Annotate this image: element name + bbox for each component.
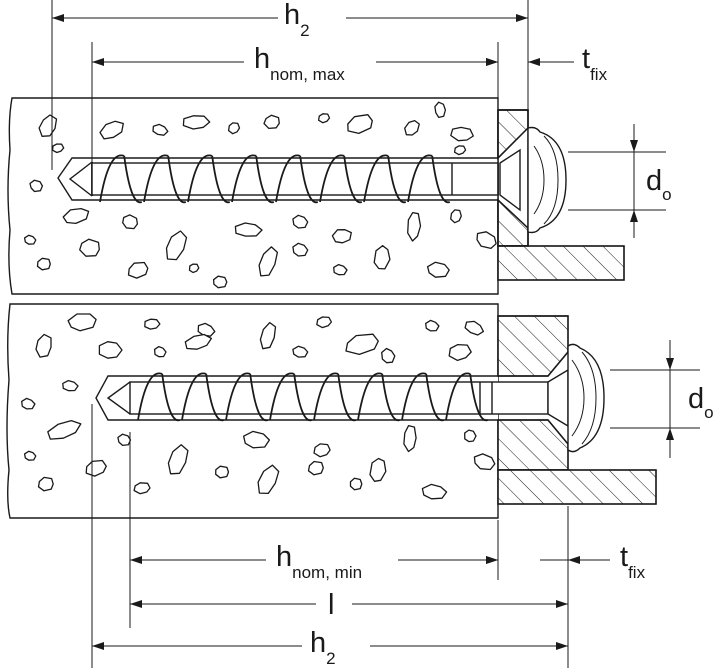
bottom-l-dimension: l: [130, 589, 568, 621]
bottom-hnom-min-dimension: hnom, min: [130, 541, 498, 582]
top-stone: [450, 126, 474, 142]
top-stone: [227, 122, 241, 135]
top-stone: [331, 229, 352, 244]
top-stone: [407, 211, 422, 242]
top-stone: [258, 246, 279, 277]
top-stone: [453, 145, 467, 156]
bottom-stone: [369, 457, 387, 482]
top-stone: [99, 120, 124, 140]
bottom-stone: [316, 316, 333, 329]
bottom-h2-dimension: h2: [92, 627, 568, 668]
top-stone: [23, 234, 37, 245]
top-hnom-max-dimension: hnom, max: [91, 42, 499, 162]
bottom-stone: [67, 313, 97, 332]
bottom-stone: [345, 333, 379, 356]
bottom-stone: [403, 424, 417, 453]
top-stone: [404, 119, 420, 136]
top-h2-label: h2: [284, 0, 310, 40]
bottom-tfix-dimension: tfix: [470, 541, 646, 582]
top-d0-label: do: [646, 165, 672, 204]
bottom-l-label: l: [328, 589, 334, 621]
top-stone: [263, 114, 280, 130]
top-screw: [68, 126, 567, 234]
top-stone: [292, 242, 309, 257]
bottom-stone: [23, 450, 37, 461]
top-stone: [29, 179, 44, 193]
top-stone: [79, 238, 100, 257]
top-stone: [347, 114, 373, 135]
top-stone: [234, 222, 263, 237]
bottom-stone: [349, 477, 363, 491]
bottom-stone: [35, 333, 52, 358]
bottom-stone: [62, 379, 79, 392]
top-stone: [426, 261, 450, 278]
bottom-stone: [292, 345, 309, 358]
top-stone: [127, 261, 149, 279]
top-stone: [62, 207, 90, 225]
bottom-stone: [98, 341, 123, 359]
top-stone: [333, 263, 348, 276]
bottom-stone: [259, 321, 277, 350]
top-stone: [373, 245, 391, 270]
top-fixture-plate: [497, 109, 625, 281]
bottom-stone: [464, 429, 477, 443]
bottom-assembly: do hnom, min tfix l h2: [6, 303, 714, 668]
bottom-d0-dimension: do: [610, 340, 714, 458]
bottom-aggregate-stones: [21, 313, 496, 500]
bottom-stone: [153, 345, 167, 358]
bottom-stone: [144, 318, 161, 330]
top-d0-dimension: do: [568, 124, 672, 238]
bottom-stone: [184, 333, 213, 350]
bottom-stone: [167, 444, 189, 475]
bottom-stone: [307, 460, 324, 476]
top-stone: [51, 143, 65, 154]
bottom-stone: [197, 322, 216, 337]
bottom-h2-label: h2: [310, 627, 336, 668]
top-stone: [212, 275, 228, 289]
bottom-screw: [106, 343, 605, 453]
top-tfix-dimension: tfix: [458, 43, 608, 84]
top-stone: [36, 257, 51, 271]
top-stone: [292, 214, 309, 229]
bottom-stone: [47, 419, 82, 440]
top-stone: [122, 214, 139, 230]
bottom-d0-label: do: [688, 383, 714, 422]
bottom-stone: [473, 453, 496, 471]
bottom-stone: [425, 319, 440, 332]
bottom-stone: [37, 476, 54, 492]
bottom-stone: [21, 397, 36, 410]
bottom-tfix-label: tfix: [620, 541, 646, 582]
bottom-stone: [242, 430, 271, 449]
top-stone: [476, 231, 497, 250]
top-stone: [450, 209, 462, 224]
bottom-stone: [313, 443, 331, 458]
bottom-stone: [215, 465, 230, 479]
bottom-stone: [117, 433, 132, 447]
bottom-stone: [85, 459, 107, 477]
top-stone: [434, 101, 447, 119]
bottom-stone: [464, 320, 485, 336]
top-tfix-label: tfix: [582, 43, 608, 84]
bottom-hnom-min-label: hnom, min: [276, 541, 362, 582]
top-h2-dimension: h2: [51, 0, 529, 170]
bottom-stone: [381, 347, 396, 364]
bottom-stone: [257, 464, 280, 495]
bottom-stone: [448, 343, 472, 362]
top-stone: [317, 113, 331, 124]
bottom-stone: [133, 482, 151, 495]
top-stone: [165, 230, 188, 261]
top-hnom-max-label: hnom, max: [254, 43, 345, 84]
top-aggregate-stones: [23, 101, 497, 289]
top-assembly: h2 hnom, max tfix do: [7, 0, 672, 295]
bottom-fixture-plate: [497, 315, 657, 505]
top-stone: [152, 123, 169, 136]
top-stone: [188, 263, 200, 274]
top-stone: [182, 115, 211, 130]
bottom-stone: [421, 483, 448, 500]
